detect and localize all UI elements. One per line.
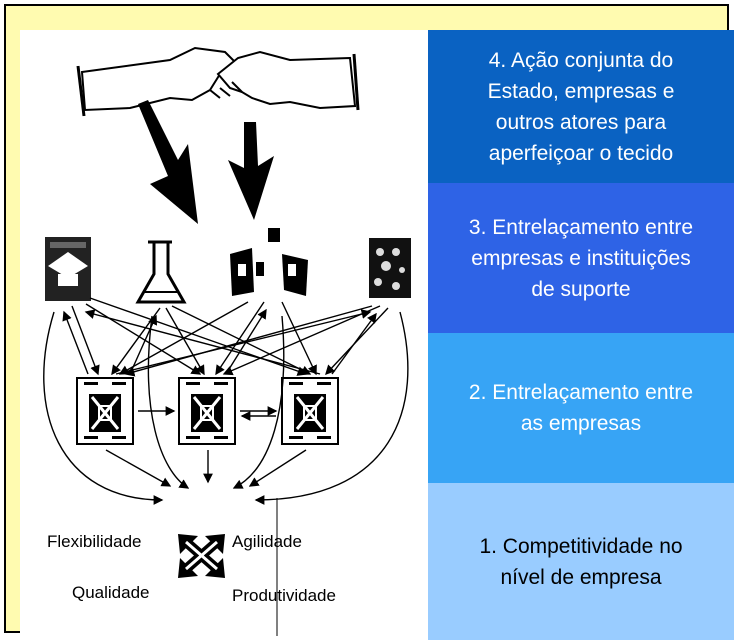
level-1-box: 1. Competitividade no nível de empresa	[428, 483, 734, 640]
flexibility-label: Flexibilidade	[47, 532, 142, 551]
level-2-box: 2. Entrelaçamento entre as empresas	[428, 333, 734, 483]
level-4-box: 4. Ação conjunta do Estado, empresas e o…	[428, 30, 734, 183]
quality-label: Qualidade	[72, 583, 150, 602]
network-arrows	[43, 297, 409, 505]
data-panel-icon	[369, 238, 411, 298]
level-2-text: 2. Entrelaçamento entre as empresas	[468, 381, 694, 435]
firm-box-icon	[76, 377, 134, 445]
flask-icon	[135, 240, 187, 304]
network-diagram: Flexibilidade Agilidade Qualidade Produt…	[20, 30, 428, 640]
level-3-box: 3. Entrelaçamento entre empresas e insti…	[428, 183, 734, 333]
diagram-drawing	[20, 30, 428, 640]
handshake-arrows	[138, 100, 274, 224]
productivity-label: Produtividade	[232, 586, 336, 605]
slide-frame: Flexibilidade Agilidade Qualidade Produt…	[4, 4, 734, 640]
four-way-arrow-icon	[178, 534, 225, 578]
level-1-text: 1. Competitividade no nível de empresa	[479, 534, 683, 589]
level-3-text: 3. Entrelaçamento entre empresas e insti…	[468, 215, 694, 301]
firm-box-icon	[178, 377, 236, 445]
graduation-cap-icon	[45, 237, 91, 301]
level-4-text: 4. Ação conjunta do Estado, empresas e o…	[487, 48, 675, 165]
levels-panel: 4. Ação conjunta do Estado, empresas e o…	[428, 30, 734, 640]
agility-label: Agilidade	[232, 532, 302, 551]
industry-blocks-icon	[230, 228, 308, 296]
handshake-icon	[76, 46, 360, 117]
firm-box-icon	[281, 377, 339, 445]
